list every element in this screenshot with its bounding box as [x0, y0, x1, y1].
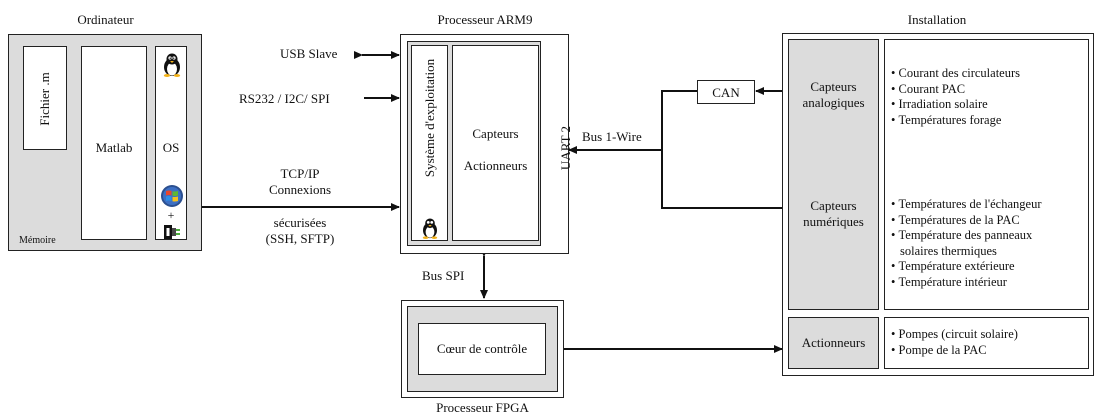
arm-sensors-label: Capteurs	[472, 126, 519, 141]
arm-io-box: Capteurs Actionneurs	[452, 45, 539, 241]
list-item: Températures forage	[891, 113, 1020, 129]
arm-os-label: Système d'exploitation	[422, 58, 437, 178]
fpga-inner-panel: Cœur de contrôle	[407, 306, 558, 392]
list-item: Courant des circulateurs	[891, 66, 1020, 82]
tcp-ip-label: TCP/IP	[280, 166, 320, 181]
digital-sensors-label-2: numériques	[803, 214, 864, 229]
fpga-processor-box: Cœur de contrôle	[401, 300, 564, 398]
uart-label: UART 2	[558, 125, 573, 171]
list-item: Pompes (circuit solaire)	[891, 327, 1018, 343]
ssh-sftp-label: (SSH, SFTP)	[265, 231, 335, 246]
list-item: Température intérieur	[891, 275, 1087, 291]
can-label: CAN	[712, 85, 740, 100]
connections-label: Connexions	[268, 182, 332, 197]
analog-sensors-label-2: analogiques	[802, 95, 865, 110]
actuators-label: Actionneurs	[801, 335, 866, 350]
matlab-label: Matlab	[95, 140, 133, 155]
linux-penguin-icon	[163, 53, 181, 77]
actuators-label-panel: Actionneurs	[788, 317, 879, 369]
arm-actuators-label: Actionneurs	[463, 158, 528, 173]
serial-bus-label: RS232 / I2C/ SPI	[239, 91, 330, 106]
list-item: Température extérieure	[891, 259, 1087, 275]
onewire-bus-label: Bus 1-Wire	[582, 129, 642, 144]
actuators-list: Pompes (circuit solaire) Pompe de la PAC	[891, 327, 1018, 358]
digital-sensors-list: Températures de l'échangeur Températures…	[891, 197, 1087, 290]
control-core-label: Cœur de contrôle	[436, 341, 528, 356]
computer-box: Fichier .m Matlab OS +	[8, 34, 202, 251]
computer-title: Ordinateur	[77, 12, 134, 27]
secured-label: sécurisées	[273, 215, 327, 230]
list-item: Températures de l'échangeur	[891, 197, 1087, 213]
control-core-box: Cœur de contrôle	[418, 323, 546, 375]
actuators-list-panel: Pompes (circuit solaire) Pompe de la PAC	[884, 317, 1089, 369]
sensors-label-panel: Capteurs analogiques Capteurs numériques	[788, 39, 879, 310]
os-box: OS +	[155, 46, 187, 240]
list-item: Courant PAC	[891, 82, 1020, 98]
digital-sensors-label-1: Capteurs	[810, 198, 857, 213]
analog-sensors-list: Courant des circulateurs Courant PAC Irr…	[891, 66, 1020, 128]
arm-inner-panel: Système d'exploitation Capteurs Actionne…	[407, 41, 541, 246]
analog-sensors-label-1: Capteurs	[810, 79, 857, 94]
list-item: Irradiation solaire	[891, 97, 1020, 113]
installation-title: Installation	[907, 12, 967, 27]
matlab-box: Matlab	[81, 46, 147, 240]
memory-label: Mémoire	[19, 235, 56, 246]
arm-processor-box: Système d'exploitation Capteurs Actionne…	[400, 34, 573, 254]
arm-title: Processeur ARM9	[437, 12, 533, 27]
list-item: Pompe de la PAC	[891, 343, 1018, 359]
windows-logo-icon	[161, 185, 183, 207]
installation-box: Capteurs analogiques Capteurs numériques…	[782, 33, 1094, 376]
matlab-file-box: Fichier .m	[23, 46, 67, 150]
plus-label: +	[167, 208, 175, 222]
list-item: Températures de la PAC	[891, 213, 1087, 229]
spi-bus-label: Bus SPI	[422, 268, 465, 283]
fpga-title: Processeur FPGA	[436, 400, 529, 415]
sensors-list-panel: Courant des circulateurs Courant PAC Irr…	[884, 39, 1089, 310]
list-item: Température des panneaux solaires thermi…	[891, 228, 1050, 259]
can-box: CAN	[697, 80, 755, 104]
plug-icon	[164, 225, 180, 239]
arm-os-box: Système d'exploitation	[411, 45, 448, 241]
matlab-file-label: Fichier .m	[37, 72, 52, 126]
os-label: OS	[162, 140, 180, 155]
linux-penguin-icon	[422, 218, 438, 239]
usb-slave-label: USB Slave	[280, 46, 338, 61]
